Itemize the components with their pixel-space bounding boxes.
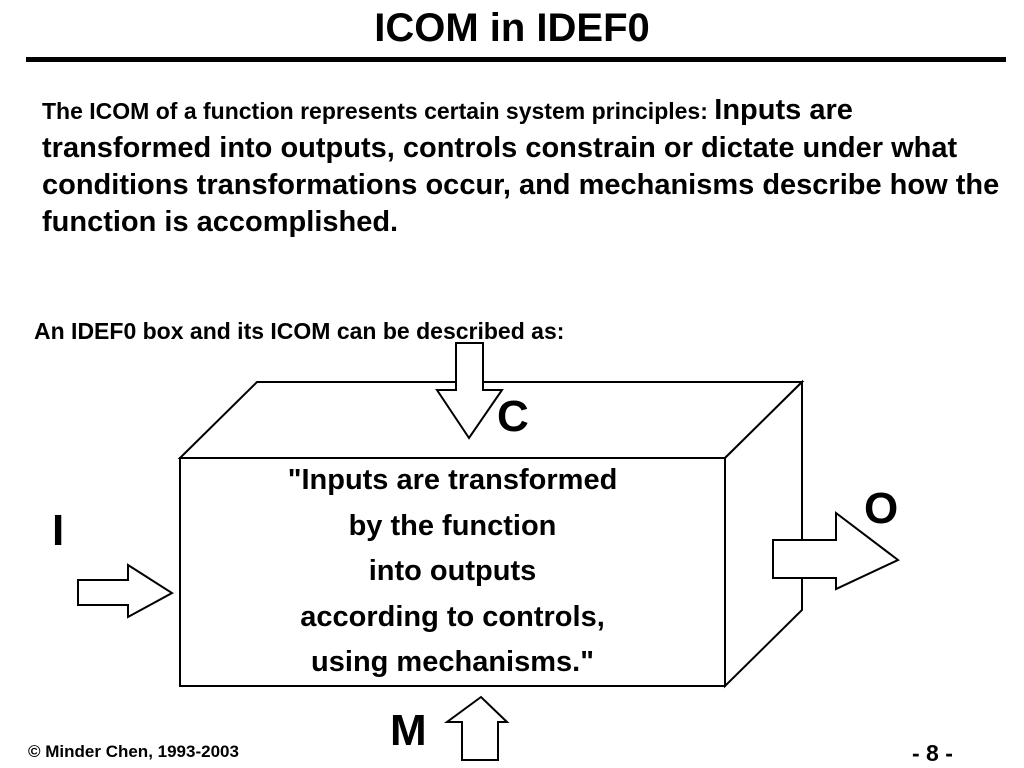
input-label: I (52, 506, 65, 555)
intro-lead-text: The ICOM of a function represents certai… (42, 98, 715, 124)
box-front-face (179, 457, 726, 687)
box-description: "Inputs are transformed by the function … (180, 458, 725, 686)
box-line: into outputs (368, 555, 537, 587)
box-line: using mechanisms." (311, 646, 594, 678)
title-rule (26, 57, 1006, 62)
control-label: C (497, 392, 529, 441)
intro-paragraph: The ICOM of a function represents certai… (42, 92, 1002, 241)
mechanism-label: M (390, 706, 427, 755)
output-label: O (864, 484, 899, 533)
intro-rest-text: Inputs are transformed into outputs, con… (42, 94, 1000, 238)
slide-title: ICOM in IDEF0 (374, 6, 650, 50)
control-arrow-icon (435, 342, 504, 440)
copyright-notice: © Minder Chen, 1993-2003 (28, 742, 239, 761)
input-arrow-icon (77, 563, 174, 619)
page-number: - 8 - (912, 740, 953, 766)
output-arrow-icon (772, 510, 900, 591)
box-line: according to controls, (300, 600, 605, 633)
box-line: by the function (348, 509, 557, 542)
mechanism-arrow-icon (443, 695, 510, 761)
box-line: "Inputs are transformed (287, 464, 618, 496)
diagram-intro: An IDEF0 box and its ICOM can be describ… (34, 318, 565, 344)
